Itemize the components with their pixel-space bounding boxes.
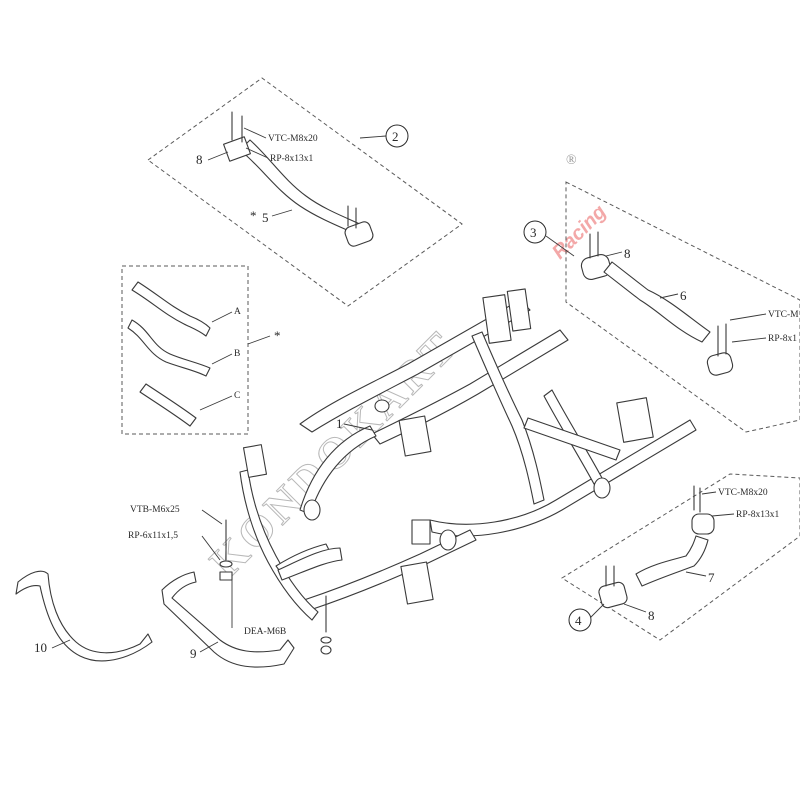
bumper-9 <box>161 571 295 668</box>
nut-m6 <box>219 571 233 581</box>
label-item-7: 7 <box>708 570 715 585</box>
group-3-box <box>565 181 800 433</box>
leader-B <box>211 353 233 365</box>
label-left-screw: VTB-M6x25 <box>130 505 180 515</box>
frame-spindle-mount-2 <box>411 519 431 545</box>
leader-lower-washer <box>711 513 735 517</box>
group-3-parts <box>545 231 767 376</box>
label-left-nut: DEA-M6B <box>244 627 286 637</box>
clamp-lower-right <box>706 352 734 376</box>
bumper-10 <box>15 570 153 662</box>
leader-clamp-8-bottom <box>623 603 647 613</box>
leader-A <box>211 311 233 323</box>
group-3-number: 3 <box>530 225 537 240</box>
leader-right-screw <box>729 313 767 321</box>
leader-tube-7 <box>685 571 707 577</box>
group-2-circle <box>385 124 409 148</box>
leader-item-9 <box>199 641 219 653</box>
group-2-number: 2 <box>392 129 399 144</box>
leader-C <box>199 395 233 411</box>
group-4-circle <box>568 608 592 632</box>
tube-variants <box>127 281 271 427</box>
label-variant-C: C <box>234 391 240 401</box>
frame-upright-left <box>242 444 268 478</box>
leader-left-screw <box>201 509 223 525</box>
leader-tube-5 <box>271 209 293 217</box>
label-left-washer: RP-6x11x1,5 <box>128 531 178 541</box>
frame-left-loop <box>299 425 377 515</box>
label-item-8-top: 8 <box>196 152 203 167</box>
label-item-8-right: 8 <box>624 246 631 261</box>
washer-m6 <box>219 560 233 568</box>
leader-clamp-8-right <box>605 251 623 257</box>
group-3-circle <box>523 220 547 244</box>
leader-group-4 <box>589 603 605 619</box>
frame-steering-loop <box>277 547 343 581</box>
label-item-9: 9 <box>190 646 197 661</box>
frame-tube-end-1 <box>439 529 457 551</box>
clamp-lower <box>691 513 715 535</box>
group-4-number: 4 <box>575 613 582 628</box>
frame-front-loop <box>239 469 319 621</box>
variant-B-tube <box>127 319 211 377</box>
bumpers <box>15 570 295 668</box>
frame-tube-end-2 <box>593 477 611 499</box>
label-top-washer: RP-8x13x1 <box>270 154 314 164</box>
frame-cross-brace <box>523 417 621 461</box>
group-2-parts <box>207 111 387 247</box>
tube-7 <box>635 535 709 587</box>
frame-tube-end-4 <box>374 399 390 413</box>
frame-tube-end-3 <box>303 499 321 521</box>
leader-lower-screw <box>701 491 717 495</box>
nut-steering <box>320 645 332 655</box>
clamp-8-right <box>580 253 612 281</box>
label-lower-washer: RP-8x13x1 <box>736 510 780 520</box>
group-4-parts <box>589 485 735 619</box>
leader-top-washer <box>245 147 269 159</box>
clamp-8-top <box>223 136 251 162</box>
label-right-washer: RP-8x1 <box>768 334 797 344</box>
frame-bracket-rear-2 <box>506 288 532 332</box>
label-item-5: 5 <box>262 210 269 225</box>
label-star: * <box>274 328 281 343</box>
frame-bracket-rear-1 <box>482 294 512 344</box>
leader-clamp-8-top <box>207 151 229 161</box>
label-item-8-bottom: 8 <box>648 608 655 623</box>
label-variant-A: A <box>234 307 241 317</box>
frame-spindle-mount <box>400 561 434 605</box>
label-item-5-star: * <box>250 208 257 223</box>
variant-A-tube <box>131 281 211 337</box>
leader-group-3 <box>545 235 575 257</box>
leader-tube-6 <box>659 293 679 299</box>
leader-left-washer <box>201 535 221 561</box>
leader-item-10 <box>51 639 71 649</box>
label-variant-B: B <box>234 349 240 359</box>
tube-6 <box>603 261 711 343</box>
label-item-6: 6 <box>680 288 687 303</box>
frame-bracket-mid <box>398 415 432 457</box>
label-item-10: 10 <box>34 640 47 655</box>
label-top-screw: VTC-M8x20 <box>268 134 318 144</box>
leader-item-1 <box>343 423 373 431</box>
leader-right-washer <box>731 337 767 343</box>
variants-box <box>121 265 249 435</box>
group-2-box <box>147 77 463 307</box>
leader-star <box>247 335 271 345</box>
variant-C-tube <box>139 383 197 427</box>
leader-top-screw <box>243 127 267 139</box>
leader-group-2 <box>359 135 387 139</box>
label-lower-screw: VTC-M8x20 <box>718 488 768 498</box>
frame-bracket-right <box>616 397 654 443</box>
clamp-8-bottom <box>598 581 628 609</box>
label-right-screw: VTC-M <box>768 310 799 320</box>
frame-front-rail <box>303 529 477 611</box>
frame-diagonal-1 <box>471 331 545 505</box>
watermark-registered-mark: ® <box>566 153 577 168</box>
left-hardware <box>201 509 332 655</box>
label-item-1: 1 <box>336 416 343 431</box>
group-4-box <box>561 473 800 641</box>
chassis-frame-1 <box>239 288 697 621</box>
washer-steering <box>320 636 332 644</box>
